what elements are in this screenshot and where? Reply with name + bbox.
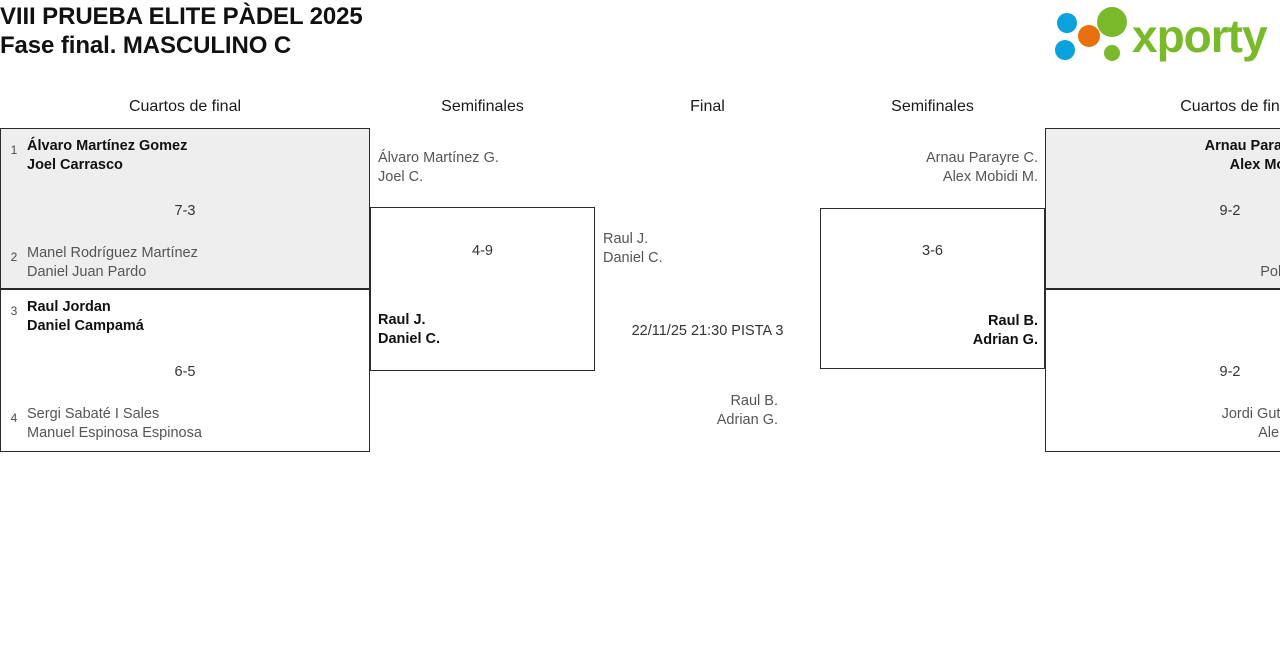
match-quarterfinal-2[interactable]: 3 Raul Jordan Daniel Campamá 6-5 4 Sergi… — [0, 289, 370, 452]
semifinal-left-team-top[interactable]: Álvaro Martínez G. Joel C. — [378, 149, 499, 187]
round-header-quarterfinals-right: Cuartos de fin — [1180, 98, 1280, 115]
player-names: Álvaro Martínez Gomez Joel Carrasco — [27, 137, 187, 175]
round-header-semifinals-left: Semifinales — [441, 98, 524, 115]
team-seed-3[interactable]: 3 Raul Jordan Daniel Campamá — [9, 298, 144, 336]
player-name-2: Adrian G. — [972, 332, 1038, 348]
team-seed-8[interactable]: 8 Jordi Gutiérrez Sangüesa Aleix Vidal M… — [1222, 405, 1280, 443]
player-name-2: Daniel Juan Pardo — [27, 264, 147, 280]
match-score: 6-5 — [174, 364, 196, 380]
final-team-left[interactable]: Raul J. Daniel C. — [603, 230, 663, 268]
tournament-name: VIII PRUEBA ELITE PÀDEL 2025 — [0, 3, 363, 30]
xporty-logo-icon: xporty — [1055, 7, 1269, 62]
player-name-2: Alex Mobidi Miserachs — [1229, 157, 1280, 173]
player-names: Manel Rodríguez Martínez Daniel Juan Par… — [27, 244, 198, 282]
player-name-1: Raul B. — [988, 313, 1038, 329]
player-name-1: Álvaro Martínez Gomez — [27, 138, 188, 154]
player-name-1: Jordi Gutiérrez Sangüesa — [1221, 406, 1280, 422]
page-title: VIII PRUEBA ELITE PÀDEL 2025 Fase final.… — [0, 2, 900, 60]
team-seed-5[interactable]: 5 Arnau Parayre Cañameras Alex Mobidi Mi… — [1205, 137, 1280, 175]
team-seed-4[interactable]: 4 Sergi Sabaté I Sales Manuel Espinosa E… — [9, 405, 202, 443]
match-score: 9-2 — [1219, 364, 1241, 380]
tournament-phase: Fase final. MASCULINO C — [0, 32, 292, 59]
player-name-2: Alex Mobidi M. — [942, 169, 1038, 185]
team-seed-6[interactable]: 6 Joel Jimenez Pol Gonzalez Moya — [1260, 244, 1280, 282]
team-seed-2[interactable]: 2 Manel Rodríguez Martínez Daniel Juan P… — [9, 244, 198, 282]
xporty-logo[interactable]: xporty — [1044, 6, 1274, 62]
match-score: 7-3 — [174, 203, 196, 219]
player-name-2: Pol Gonzalez Moya — [1260, 264, 1280, 280]
player-name-2: Adrian G. — [716, 412, 778, 428]
player-name-1: Sergi Sabaté I Sales — [27, 406, 160, 422]
player-name-1: Arnau Parayre Cañameras — [1204, 138, 1280, 154]
round-header-semifinals-right: Semifinales — [891, 98, 974, 115]
player-name-2: Daniel Campamá — [27, 318, 144, 334]
player-names: Joel Jimenez Pol Gonzalez Moya — [1260, 244, 1280, 282]
player-names: Sergi Sabaté I Sales Manuel Espinosa Esp… — [27, 405, 202, 443]
player-name-2: Daniel C. — [603, 250, 663, 266]
team-seed-1[interactable]: 1 Álvaro Martínez Gomez Joel Carrasco — [9, 137, 188, 175]
player-name-1: Raul J. — [603, 231, 649, 247]
player-names: Jordi Gutiérrez Sangüesa Aleix Vidal Mar… — [1222, 405, 1280, 443]
seed-number: 1 — [10, 143, 18, 157]
round-header-final: Final — [690, 98, 725, 115]
seed-number: 4 — [10, 411, 18, 425]
match-quarterfinal-3[interactable]: 5 Arnau Parayre Cañameras Alex Mobidi Mi… — [1045, 128, 1280, 289]
semifinal-right-team-top[interactable]: Arnau Parayre C. Alex Mobidi M. — [926, 149, 1038, 187]
player-name-2: Manuel Espinosa Espinosa — [27, 425, 202, 441]
player-name-1: Joel Jimenez — [1260, 244, 1280, 263]
player-names: Arnau Parayre Cañameras Alex Mobidi Mise… — [1205, 137, 1280, 175]
match-semifinal-right[interactable]: 3-6 — [820, 208, 1045, 369]
match-score: 4-9 — [472, 243, 493, 259]
player-name-1: Raul J. — [378, 312, 426, 328]
semifinal-left-team-bottom[interactable]: Raul J. Daniel C. — [378, 311, 440, 349]
match-semifinal-left[interactable]: 4-9 — [370, 207, 595, 371]
player-name-1: Arnau Parayre C. — [925, 150, 1038, 166]
svg-text:xporty: xporty — [1132, 10, 1268, 62]
player-names: Raul Jordan Daniel Campamá — [27, 298, 144, 336]
player-name-2: Joel Carrasco — [27, 157, 123, 173]
seed-number: 3 — [10, 304, 18, 318]
semifinal-right-team-bottom[interactable]: Raul B. Adrian G. — [973, 312, 1038, 350]
final-team-right[interactable]: Raul B. Adrian G. — [717, 392, 778, 430]
player-name-2: Aleix Vidal Martínez — [1258, 425, 1280, 441]
match-score: 9-2 — [1219, 203, 1241, 219]
player-name-1: Manel Rodríguez Martínez — [27, 245, 198, 261]
player-name-1: Raul Jordan — [27, 299, 111, 315]
final-schedule-text: 22/11/25 21:30 PISTA 3 — [631, 323, 784, 339]
player-name-1: Raul B. — [730, 393, 778, 409]
match-score: 3-6 — [922, 243, 943, 259]
player-name-2: Joel C. — [378, 169, 424, 185]
player-name-1: Álvaro Martínez G. — [378, 150, 499, 166]
match-quarterfinal-4[interactable]: 7 Raul Beldean Adrian Guica 9-2 8 Jordi … — [1045, 289, 1280, 452]
round-header-quarterfinals-left: Cuartos de final — [128, 98, 242, 115]
seed-number: 2 — [10, 250, 18, 264]
player-name-2: Daniel C. — [378, 331, 441, 347]
match-quarterfinal-1[interactable]: 1 Álvaro Martínez Gomez Joel Carrasco 7-… — [0, 128, 370, 289]
